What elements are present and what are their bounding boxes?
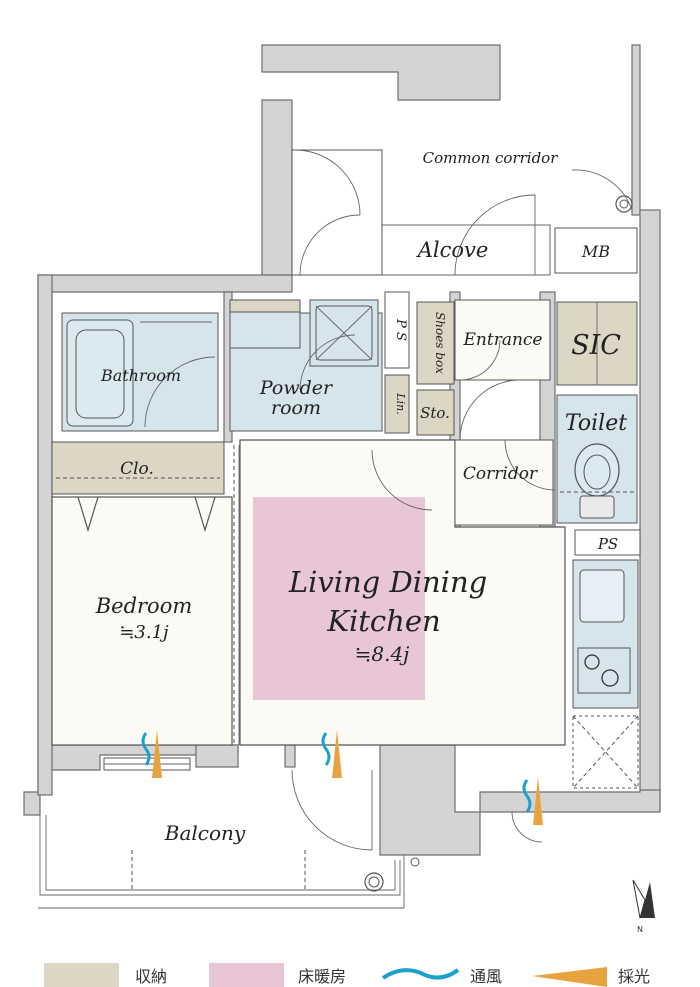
label-closet: Clo. <box>120 459 154 479</box>
legend-ventilation-label: 通風 <box>470 967 502 986</box>
label-powder-room-line1: Powder <box>259 377 334 399</box>
legend-daylight-icon <box>532 967 607 987</box>
legend-storage-swatch <box>44 963 119 987</box>
legend-floor-heating-swatch <box>209 963 284 987</box>
ventilation-icon <box>522 779 532 813</box>
airflow-markers <box>141 730 543 825</box>
daylight-icon <box>533 777 543 825</box>
label-bedroom-area: ≒3.1j <box>119 622 169 643</box>
label-bedroom: Bedroom <box>95 594 193 618</box>
label-sto: Sto. <box>420 404 450 422</box>
label-mb: MB <box>581 242 610 261</box>
compass: N <box>632 879 655 934</box>
room-fills <box>51 224 641 789</box>
room-labels: Common corridor Alcove MB P S Shoes box … <box>95 149 627 845</box>
label-toilet: Toilet <box>565 411 627 436</box>
label-ps-kitchen: PS <box>597 535 618 553</box>
legend-storage-label: 収納 <box>135 967 167 986</box>
walls <box>23 44 661 856</box>
label-ps-top: P S <box>393 318 408 341</box>
label-common-corridor: Common corridor <box>423 149 559 167</box>
label-balcony: Balcony <box>164 821 246 845</box>
daylight-icon <box>332 730 342 778</box>
legend-floor-heating-label: 床暖房 <box>298 967 346 986</box>
legend-daylight-label: 採光 <box>618 967 650 986</box>
ventilation-icon <box>141 732 151 766</box>
balcony <box>38 815 420 909</box>
label-lin: Lin. <box>394 392 407 414</box>
label-bathroom: Bathroom <box>100 366 181 385</box>
daylight-icon <box>152 730 162 778</box>
ventilation-icon <box>321 732 331 766</box>
label-alcove: Alcove <box>416 238 489 262</box>
compass-north-label: N <box>637 925 643 934</box>
legend-ventilation-icon <box>381 968 460 980</box>
label-corridor: Corridor <box>463 464 538 484</box>
label-shoes-box: Shoes box <box>433 312 447 374</box>
label-ldk-line2: Kitchen <box>326 604 440 638</box>
label-ldk-line1: Living Dining <box>288 565 487 599</box>
label-ldk-area: ≒8.4j <box>355 642 410 666</box>
label-sic: SIC <box>571 330 621 361</box>
label-entrance: Entrance <box>463 330 543 350</box>
legend: 収納 床暖房 通風 採光 <box>44 963 650 987</box>
label-powder-room-line2: room <box>271 397 321 419</box>
